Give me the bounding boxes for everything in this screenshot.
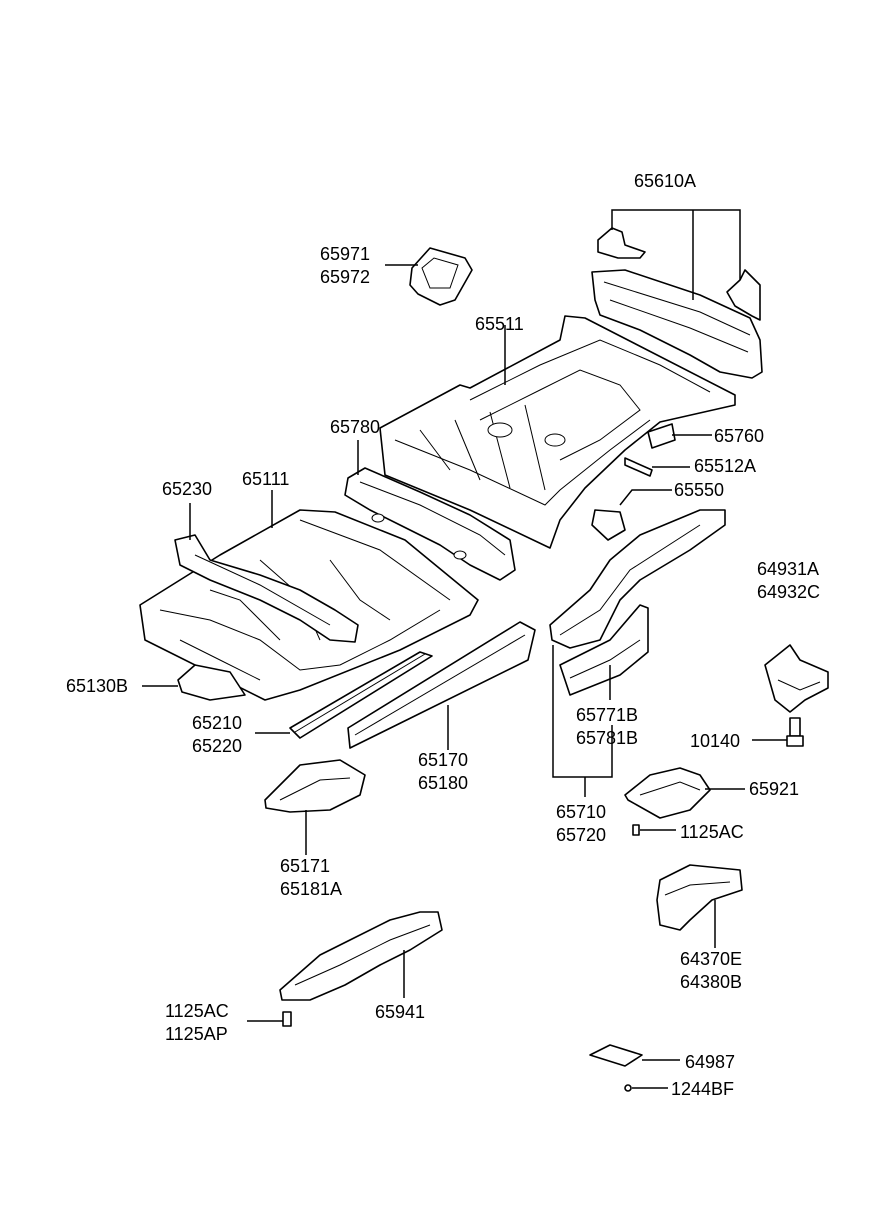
- label-65760: 65760: [714, 426, 764, 446]
- part-65130B[interactable]: [177, 664, 246, 701]
- label-10140: 10140: [690, 731, 740, 751]
- part-65230[interactable]: [174, 534, 359, 643]
- label-65181A: 65181A: [280, 879, 342, 899]
- label-65230: 65230: [162, 479, 212, 499]
- part-1125AC-1125AP-clip[interactable]: [282, 1011, 292, 1027]
- label-65550: 65550: [674, 480, 724, 500]
- label-65972: 65972: [320, 267, 370, 287]
- label-65720: 65720: [556, 825, 606, 845]
- label-65771B: 65771B: [576, 705, 638, 725]
- label-64987: 64987: [685, 1052, 735, 1072]
- label-64380B: 64380B: [680, 972, 742, 992]
- part-65760[interactable]: [647, 423, 676, 449]
- label-1125AC-b: 1125AC: [165, 1001, 229, 1021]
- label-65111: 65111: [242, 469, 289, 489]
- part-64370E-64380B[interactable]: [656, 864, 743, 931]
- part-65780[interactable]: [344, 467, 516, 581]
- label-65511: 65511: [475, 314, 524, 334]
- part-65512A[interactable]: [624, 457, 653, 477]
- label-65781B: 65781B: [576, 728, 638, 748]
- label-64931A: 64931A: [757, 559, 819, 579]
- part-1125AC-screw-a[interactable]: [632, 824, 640, 836]
- part-65710-65720[interactable]: [549, 509, 726, 649]
- label-65220: 65220: [192, 736, 242, 756]
- label-65610A: 65610A: [634, 171, 696, 191]
- part-65941[interactable]: [279, 911, 443, 1001]
- part-65550[interactable]: [591, 509, 626, 541]
- label-65512A: 65512A: [694, 456, 756, 476]
- label-65130B: 65130B: [66, 676, 128, 696]
- label-1125AP: 1125AP: [165, 1024, 228, 1044]
- label-1244BF: 1244BF: [671, 1079, 734, 1099]
- label-64932C: 64932C: [757, 582, 820, 602]
- label-65710: 65710: [556, 802, 606, 822]
- label-65780: 65780: [330, 417, 380, 437]
- part-64987[interactable]: [589, 1044, 643, 1067]
- part-65511[interactable]: [379, 315, 736, 549]
- part-65210-65220[interactable]: [289, 651, 433, 739]
- part-65921[interactable]: [624, 767, 711, 819]
- label-65170: 65170: [418, 750, 468, 770]
- label-64370E: 64370E: [680, 949, 742, 969]
- label-65921: 65921: [749, 779, 799, 799]
- part-labels: 65610A 65971 65972 65511 65780 65760 655…: [66, 171, 820, 1099]
- part-1244BF-screw[interactable]: [624, 1084, 632, 1092]
- part-64931A-64932C[interactable]: [764, 644, 829, 713]
- label-65210: 65210: [192, 713, 242, 733]
- part-65170-65180[interactable]: [347, 621, 536, 749]
- label-65941: 65941: [375, 1002, 425, 1022]
- part-65610A[interactable]: [591, 227, 763, 379]
- part-65171-65181A[interactable]: [264, 759, 366, 813]
- label-1125AC-a: 1125AC: [680, 822, 744, 842]
- label-65171: 65171: [280, 856, 330, 876]
- part-10140-bolt[interactable]: [786, 717, 804, 747]
- label-65971: 65971: [320, 244, 370, 264]
- part-65971-65972[interactable]: [409, 247, 473, 306]
- label-65180: 65180: [418, 773, 468, 793]
- part-65771B-65781B[interactable]: [559, 604, 649, 696]
